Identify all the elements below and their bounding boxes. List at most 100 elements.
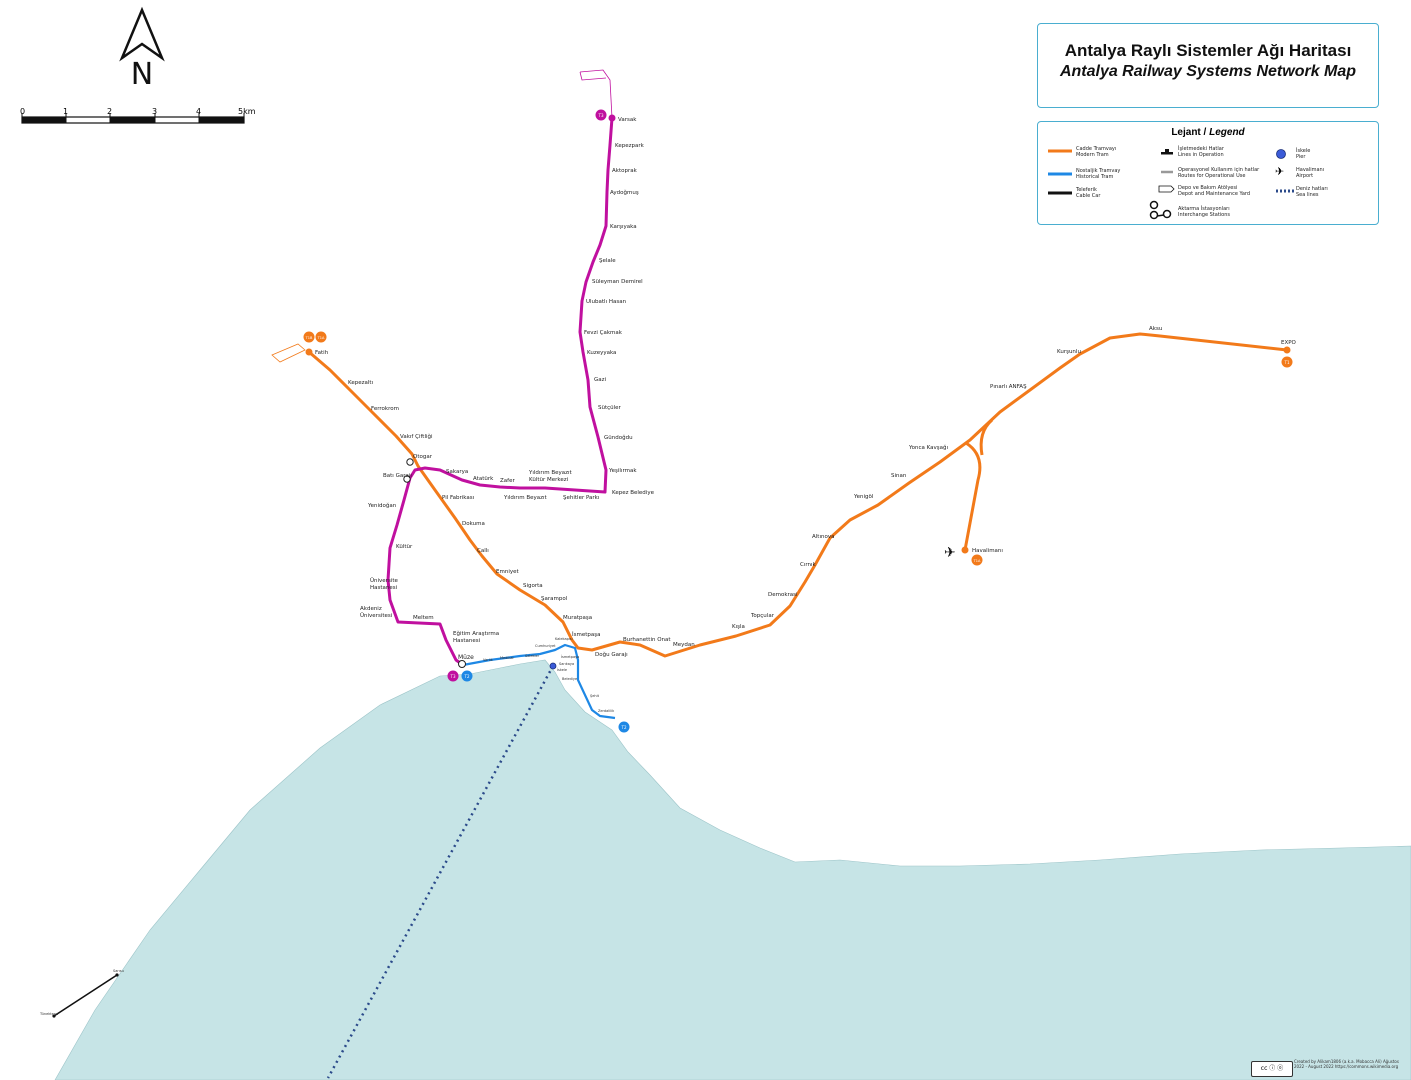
interchange-icon bbox=[1149, 200, 1172, 220]
svg-text:Yıldırım Beyazıt: Yıldırım Beyazıt bbox=[528, 470, 573, 476]
station-labels: Fatih Kepezaltı Ferrokrom Vakıf Çiftliği… bbox=[315, 117, 1297, 661]
airport-legend-icon: ✈ bbox=[1275, 165, 1285, 178]
svg-text:Kalekapısı: Kalekapısı bbox=[555, 637, 573, 641]
svg-text:Fevzi Çakmak: Fevzi Çakmak bbox=[584, 330, 623, 336]
north-arrow: N bbox=[119, 6, 165, 92]
svg-text:5km: 5km bbox=[238, 107, 256, 116]
svg-text:Havalimanı: Havalimanı bbox=[972, 548, 1003, 554]
svg-text:Şarampol: Şarampol bbox=[541, 596, 568, 602]
operational-routes-swatch bbox=[1161, 170, 1173, 174]
svg-text:Gündoğdu: Gündoğdu bbox=[604, 434, 633, 441]
svg-text:Selekler: Selekler bbox=[525, 654, 540, 658]
svg-text:Otogar: Otogar bbox=[413, 454, 433, 460]
line-t1-orange bbox=[308, 332, 1288, 658]
svg-text:Kepezpark: Kepezpark bbox=[615, 143, 645, 149]
svg-text:Aydoğmuş: Aydoğmuş bbox=[610, 189, 639, 196]
pier-icon bbox=[1276, 149, 1286, 159]
svg-text:Yenidoğan: Yenidoğan bbox=[367, 502, 397, 509]
svg-text:Sarıkaya: Sarıkaya bbox=[559, 662, 574, 666]
svg-text:Yeşilırmak: Yeşilırmak bbox=[608, 468, 637, 474]
svg-text:Müze: Müze bbox=[458, 654, 474, 661]
svg-text:Burhanettin Onat: Burhanettin Onat bbox=[623, 637, 671, 643]
svg-text:Kültür Merkezi: Kültür Merkezi bbox=[529, 477, 569, 483]
svg-text:Muratpaşa: Muratpaşa bbox=[563, 615, 592, 621]
svg-text:İsmetpaşa: İsmetpaşa bbox=[572, 631, 600, 638]
svg-text:Yonca Kavşağı: Yonca Kavşağı bbox=[908, 444, 948, 451]
svg-text:Demokrasi: Demokrasi bbox=[768, 592, 798, 598]
svg-text:3: 3 bbox=[152, 107, 157, 116]
svg-text:Şelale: Şelale bbox=[599, 258, 616, 264]
badge-t2-muze: T2 bbox=[461, 670, 473, 682]
svg-text:Belediye: Belediye bbox=[562, 677, 577, 681]
badge-t1-expo: T1 bbox=[1281, 356, 1293, 368]
svg-text:İsmetpaşa: İsmetpaşa bbox=[561, 654, 579, 659]
line-t1-airport-branch bbox=[963, 441, 982, 551]
svg-text:0: 0 bbox=[20, 107, 25, 116]
svg-text:Tünektepe: Tünektepe bbox=[39, 1012, 58, 1016]
badge-t1b: T1B bbox=[303, 331, 315, 343]
cc-license-badge: cc ⓘ ⓞ bbox=[1251, 1061, 1293, 1077]
sea-lines-swatch bbox=[1276, 189, 1294, 193]
svg-text:T1A: T1A bbox=[317, 336, 325, 340]
badge-t2-zerdalilik: T2 bbox=[618, 721, 630, 733]
svg-text:Sarısu: Sarısu bbox=[113, 969, 124, 973]
svg-text:T3: T3 bbox=[598, 113, 604, 118]
map-title-tr: Antalya Raylı Sistemler Ağı Haritası bbox=[1064, 41, 1352, 60]
svg-text:Meydan: Meydan bbox=[673, 642, 695, 648]
historical-tram-swatch bbox=[1048, 172, 1072, 176]
svg-text:Cumhuriyet: Cumhuriyet bbox=[535, 644, 556, 648]
orange-stations bbox=[305, 346, 1291, 554]
svg-text:Eğitim Araştırma: Eğitim Araştırma bbox=[453, 630, 499, 637]
svg-text:Gazi: Gazi bbox=[594, 377, 607, 383]
svg-text:T1A: T1A bbox=[973, 559, 981, 563]
cable-car-station-lower bbox=[52, 1014, 56, 1018]
modern-tram-swatch bbox=[1048, 149, 1072, 153]
svg-text:Doğu Garajı: Doğu Garajı bbox=[595, 651, 628, 658]
interchange-batigaraji bbox=[403, 475, 411, 483]
svg-text:Akdeniz: Akdeniz bbox=[360, 606, 382, 612]
legend-title-tr: Lejant / bbox=[1171, 127, 1210, 138]
legend-title-en: Legend bbox=[1209, 127, 1245, 138]
scale-bar: 0 1 2 3 4 5km bbox=[20, 107, 256, 124]
svg-text:T2: T2 bbox=[464, 674, 470, 679]
svg-text:Yenigöl: Yenigöl bbox=[853, 494, 874, 500]
svg-text:Batı Garajı: Batı Garajı bbox=[383, 473, 412, 479]
svg-text:Hastanesi: Hastanesi bbox=[370, 585, 398, 591]
sea-line bbox=[326, 665, 555, 1079]
svg-text:Hastanesi: Hastanesi bbox=[453, 638, 481, 644]
svg-text:Cırnık: Cırnık bbox=[800, 562, 817, 568]
svg-text:Karşıyaka: Karşıyaka bbox=[610, 224, 637, 230]
pier-iskele bbox=[549, 662, 557, 670]
svg-text:Vakıf Çiftliği: Vakıf Çiftliği bbox=[400, 433, 433, 440]
cable-car-swatch bbox=[1048, 191, 1072, 195]
svg-text:Yıldırım Beyazıt: Yıldırım Beyazıt bbox=[503, 495, 548, 501]
badge-t1a-airport: T1A bbox=[971, 554, 983, 566]
svg-text:1: 1 bbox=[63, 107, 68, 116]
svg-text:4: 4 bbox=[196, 107, 201, 116]
svg-text:Varsak: Varsak bbox=[618, 117, 637, 123]
badge-t3-muze: T3 bbox=[447, 670, 459, 682]
varsak-terminal bbox=[608, 114, 616, 122]
svg-text:Kültür: Kültür bbox=[396, 544, 413, 550]
badge-t3-varsak: T3 bbox=[595, 109, 607, 121]
svg-text:Fatih: Fatih bbox=[315, 350, 329, 356]
svg-text:Kışla: Kışla bbox=[732, 624, 745, 630]
cable-car-station-upper bbox=[115, 973, 119, 977]
cable-car-line bbox=[53, 974, 118, 1017]
svg-text:Meltem: Meltem bbox=[413, 615, 434, 621]
svg-text:Medikal: Medikal bbox=[500, 656, 513, 660]
svg-text:Emniyet: Emniyet bbox=[496, 569, 519, 575]
svg-text:İskele: İskele bbox=[557, 667, 567, 672]
svg-text:T1B: T1B bbox=[305, 336, 313, 340]
map-title-en: Antalya Railway Systems Network Map bbox=[1059, 63, 1357, 80]
credit-text: Created by Alikam1806 (a.k.a. Mobacca Al… bbox=[1294, 1059, 1399, 1069]
svg-text:Ulubatlı Hasan: Ulubatlı Hasan bbox=[586, 299, 627, 305]
